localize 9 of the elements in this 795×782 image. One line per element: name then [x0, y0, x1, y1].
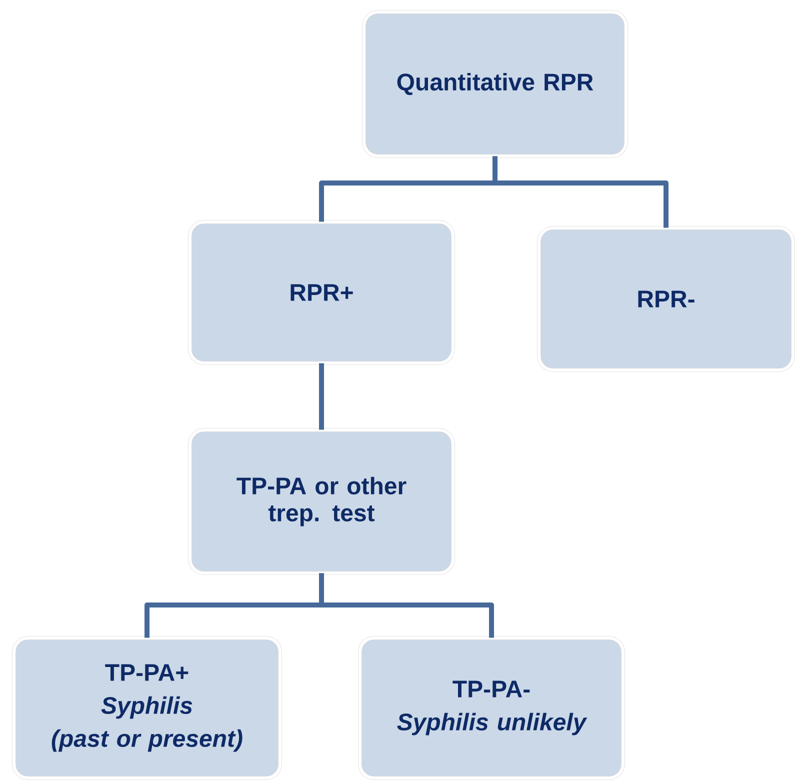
connector [319, 573, 494, 638]
process-box: RPR- [537, 226, 795, 372]
process-box: TP-PA- Syphilis unlikely [358, 636, 625, 780]
connector [492, 156, 668, 228]
process-box: Quantitative RPR [362, 10, 628, 158]
process-box: TP-PA+ Syphilis (past or present) [12, 636, 282, 780]
process-box: TP-PA or other trep. test [188, 428, 455, 575]
connector [319, 363, 324, 430]
process-box: RPR+ [188, 220, 455, 365]
